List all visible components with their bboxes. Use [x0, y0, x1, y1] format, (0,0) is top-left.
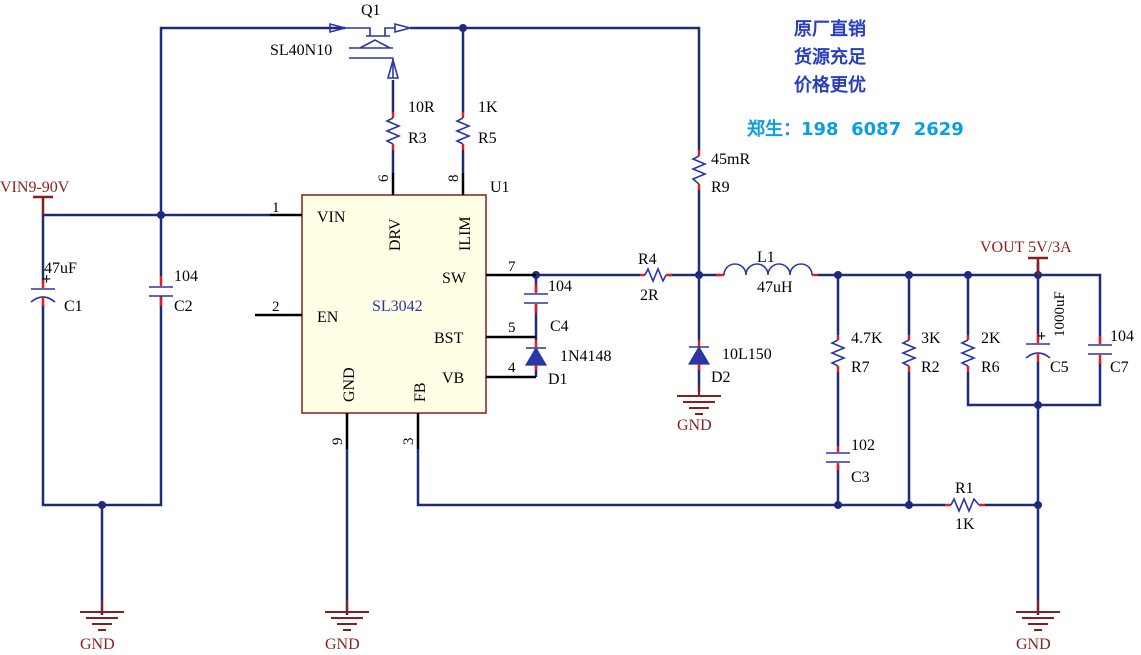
ic-ref: U1 — [490, 179, 510, 196]
svg-text:GND: GND — [80, 636, 115, 653]
r3-ref: R3 — [408, 130, 427, 147]
gnd-right: GND — [1016, 600, 1060, 653]
r9-value: 45mR — [711, 151, 750, 168]
pin-number-2: 2 — [272, 299, 280, 315]
wires — [41, 26, 1102, 615]
pin-label-vb: VB — [442, 370, 464, 387]
pin-number-8: 8 — [446, 175, 462, 183]
svg-text:+: + — [42, 271, 51, 288]
r1-value: 1K — [955, 516, 975, 533]
mosfet-q1: Q1 SL40N10 — [270, 2, 414, 79]
pin-label-drv: DRV — [387, 218, 404, 251]
c2-value: 104 — [174, 268, 198, 285]
gnd-d2: GND — [677, 385, 721, 434]
capacitor-c7: 104 C7 — [1088, 328, 1134, 376]
q1-value: SL40N10 — [270, 42, 332, 59]
pin-number-7: 7 — [508, 259, 516, 275]
c5-ref: C5 — [1050, 359, 1069, 376]
capacitor-c4: 104 C4 — [524, 278, 572, 335]
inductor-l1: L1 47uH — [716, 249, 818, 296]
vout-label: VOUT 5V/3A — [980, 239, 1072, 256]
pin-number-3: 3 — [401, 438, 417, 446]
c4-value: 104 — [548, 278, 572, 295]
junctions — [98, 24, 1042, 509]
d1-value: 1N4148 — [560, 348, 612, 365]
svg-text:GND: GND — [1016, 636, 1051, 653]
c5-value: 1000uF — [1052, 291, 1068, 337]
d2-ref: D2 — [711, 369, 731, 386]
c7-value: 104 — [1110, 328, 1134, 345]
c7-ref: C7 — [1110, 359, 1129, 376]
capacitor-c2: 104 C2 — [149, 268, 198, 315]
ic-part-name: SL3042 — [372, 298, 423, 315]
c2-ref: C2 — [174, 298, 193, 315]
r3-value: 10R — [408, 99, 435, 116]
capacitor-c1: + 47uF C1 — [30, 260, 83, 315]
r7-ref: R7 — [851, 359, 870, 376]
pin-label-fb: FB — [412, 382, 429, 402]
ic-u1: VIN EN SW BST VB DRV ILIM GND FB SL3042 … — [255, 173, 536, 449]
r6-ref: R6 — [981, 359, 1000, 376]
svg-text:+: + — [1037, 328, 1046, 345]
c3-ref: C3 — [851, 469, 870, 486]
capacitor-c5: + 1000uF C5 — [1025, 291, 1069, 376]
r4-value: 2R — [640, 287, 659, 304]
resistor-r4: R4 2R — [638, 251, 672, 304]
svg-text:GND: GND — [677, 417, 712, 434]
r7-value: 4.7K — [851, 330, 883, 347]
resistor-r3: 10R R3 — [384, 99, 435, 150]
c1-ref: C1 — [64, 298, 83, 315]
q1-ref: Q1 — [361, 2, 381, 19]
net-vin: VIN9-90V — [0, 179, 70, 215]
pin-number-6: 6 — [376, 174, 392, 182]
r5-ref: R5 — [478, 130, 497, 147]
pin-number-1: 1 — [272, 200, 280, 216]
pin-label-en: EN — [317, 309, 339, 326]
pin-label-bst: BST — [434, 330, 464, 347]
r9-ref: R9 — [711, 179, 730, 196]
r2-ref: R2 — [921, 359, 940, 376]
pin-number-5: 5 — [508, 320, 516, 336]
vin-label: VIN9-90V — [0, 179, 70, 196]
r1-ref: R1 — [955, 480, 974, 497]
resistor-r5: 1K R5 — [454, 99, 498, 150]
c4-ref: C4 — [550, 318, 569, 335]
resistor-r7: 4.7K R7 — [829, 330, 883, 376]
diode-d1: 1N4148 D1 — [524, 340, 612, 388]
ad-phone: 郑生：198 6087 2629 — [747, 118, 964, 140]
c3-value: 102 — [851, 437, 875, 454]
resistor-r6: 2K R6 — [959, 330, 1001, 376]
r2-value: 3K — [921, 330, 941, 347]
ad-line-2: 货源充足 — [794, 46, 866, 68]
r5-value: 1K — [478, 99, 498, 116]
l1-ref: L1 — [757, 249, 775, 266]
pin-number-4: 4 — [508, 360, 516, 376]
r6-value: 2K — [981, 330, 1001, 347]
resistor-r9: 45mR R9 — [690, 150, 750, 196]
advert-text: 原厂直销 货源充足 价格更优 郑生：198 6087 2629 — [747, 18, 964, 140]
diode-d2: 10L150 D2 — [687, 340, 772, 386]
gnd-left: GND — [80, 600, 124, 653]
pin-label-ilim: ILIM — [457, 216, 474, 251]
resistor-r1: R1 1K — [945, 480, 985, 533]
pin-number-9: 9 — [330, 438, 346, 446]
r4-ref: R4 — [638, 251, 657, 268]
d1-ref: D1 — [548, 371, 568, 388]
svg-text:GND: GND — [325, 636, 360, 653]
c1-value: 47uF — [44, 260, 77, 277]
ad-line-3: 价格更优 — [794, 74, 866, 96]
pin-label-vin: VIN — [317, 209, 346, 226]
ad-line-1: 原厂直销 — [794, 18, 866, 40]
pin-label-sw: SW — [442, 270, 467, 287]
capacitor-c3: 102 C3 — [826, 437, 875, 486]
pin-label-gnd: GND — [341, 367, 358, 402]
d2-value: 10L150 — [722, 346, 772, 363]
net-vout: VOUT 5V/3A — [980, 239, 1072, 275]
gnd-mid: GND — [325, 600, 369, 653]
l1-value: 47uH — [757, 279, 793, 296]
resistor-r2: 3K R2 — [900, 330, 941, 376]
